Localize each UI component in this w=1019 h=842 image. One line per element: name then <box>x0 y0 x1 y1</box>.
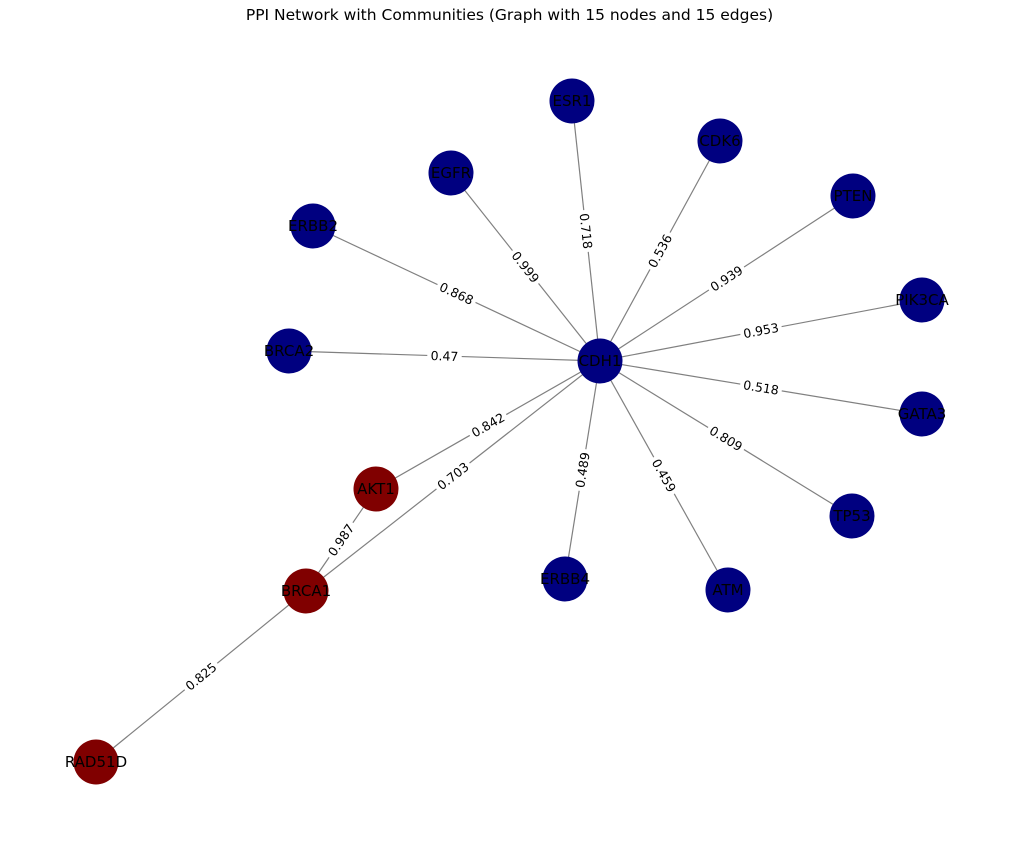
node-erbb4: ERBB4 <box>540 556 590 602</box>
edge-weight-label: 0.518 <box>742 377 780 398</box>
edge-label-background <box>703 420 749 457</box>
node-circle <box>353 466 399 512</box>
edge-weight-label: 0.825 <box>182 659 219 693</box>
edge-weight-label: 0.939 <box>707 262 745 294</box>
edge-label-group: 0.536 <box>642 228 678 274</box>
edge-weight-label: 0.809 <box>707 423 745 455</box>
node-label: CDK6 <box>699 132 740 150</box>
node-circle <box>283 568 329 614</box>
edge-weight-label: 0.47 <box>430 348 458 364</box>
node-brca1: BRCA1 <box>281 568 331 614</box>
edge-label-group: 0.518 <box>738 376 784 399</box>
node-circle <box>542 556 588 602</box>
node-akt1: AKT1 <box>353 466 399 512</box>
edge-label-background <box>465 407 511 443</box>
node-cdk6: CDK6 <box>697 118 743 164</box>
node-label: ATM <box>712 581 743 599</box>
edge-weight-label: 0.489 <box>572 451 592 489</box>
node-circle <box>73 739 119 785</box>
node-label: EGFR <box>431 164 471 182</box>
edge-label-background <box>506 245 545 289</box>
node-tp53: TP53 <box>829 493 875 539</box>
node-label: ESR1 <box>553 92 592 110</box>
node-atm: ATM <box>705 567 751 613</box>
node-pik3ca: PIK3CA <box>895 277 950 323</box>
node-label: BRCA2 <box>264 342 314 360</box>
node-label: ERBB4 <box>540 570 590 588</box>
edge-label-group: 0.825 <box>179 657 223 696</box>
edge-weight-label: 0.703 <box>434 459 471 493</box>
node-label: BRCA1 <box>281 582 331 600</box>
edge-label-background <box>179 657 223 696</box>
node-label: CDH1 <box>579 352 622 370</box>
edge-label-background <box>738 318 784 343</box>
node-brca2: BRCA2 <box>264 328 314 374</box>
edge-label-group: 0.953 <box>738 318 784 343</box>
node-circle <box>697 118 743 164</box>
edge-label-group: 0.459 <box>646 453 682 498</box>
diagram-title: PPI Network with Communities (Graph with… <box>245 6 774 24</box>
node-egfr: EGFR <box>428 150 474 196</box>
node-pten: PTEN <box>830 173 876 219</box>
node-circle <box>290 203 336 249</box>
edge-label-background <box>427 347 462 365</box>
edge-label-background <box>704 260 749 297</box>
node-label: RAD51D <box>65 753 127 771</box>
edge-weight-label: 0.953 <box>742 320 780 341</box>
edge-label-background <box>434 277 479 310</box>
node-circle <box>899 391 945 437</box>
node-circle <box>899 277 945 323</box>
node-cdh1: CDH1 <box>577 338 623 384</box>
edge-label-background <box>571 447 594 493</box>
edge-label-background <box>322 518 360 562</box>
node-label: ERBB2 <box>288 217 338 235</box>
edge-labels-layer: 0.718 0.536 0.999 0.939 0.868 0.953 0.47 0.518 0… <box>179 209 784 696</box>
node-erbb2: ERBB2 <box>288 203 338 249</box>
node-circle <box>829 493 875 539</box>
edge-label-background <box>646 453 682 498</box>
edge-label-group: 0.868 <box>434 277 479 310</box>
node-label: GATA3 <box>898 405 947 423</box>
edge-label-group: 0.47 <box>427 347 462 365</box>
node-label: TP53 <box>832 507 870 525</box>
edge-weight-label: 0.536 <box>645 232 675 271</box>
edge-weight-label: 0.718 <box>577 212 596 249</box>
edge-label-group: 0.999 <box>506 245 545 289</box>
node-rad51d: RAD51D <box>65 739 127 785</box>
node-circle <box>577 338 623 384</box>
node-label: PTEN <box>834 187 873 205</box>
node-circle <box>549 78 595 124</box>
edge-weight-label: 0.842 <box>469 410 508 441</box>
edge-label-group: 0.703 <box>431 456 475 496</box>
node-circle <box>266 328 312 374</box>
node-circle <box>830 173 876 219</box>
node-label: AKT1 <box>357 480 395 498</box>
edge-weight-label: 0.999 <box>509 248 543 285</box>
edge-weight-label: 0.868 <box>437 279 476 308</box>
node-circle <box>705 567 751 613</box>
edge-label-background <box>575 209 597 253</box>
node-label: PIK3CA <box>895 291 949 309</box>
node-gata3: GATA3 <box>898 391 947 437</box>
edge-label-group: 0.489 <box>571 447 594 493</box>
edge-label-group: 0.809 <box>703 420 749 457</box>
edge-label-group: 0.939 <box>704 260 749 297</box>
edges-layer <box>95 100 923 763</box>
edge-label-background <box>738 376 784 399</box>
node-esr1: ESR1 <box>549 78 595 124</box>
edge-label-group: 0.718 <box>575 209 597 253</box>
edge-label-background <box>642 228 678 274</box>
edge-weight-label: 0.459 <box>649 456 680 495</box>
node-circle <box>428 150 474 196</box>
edge-label-group: 0.987 <box>322 518 360 562</box>
edge-label-background <box>431 456 475 496</box>
